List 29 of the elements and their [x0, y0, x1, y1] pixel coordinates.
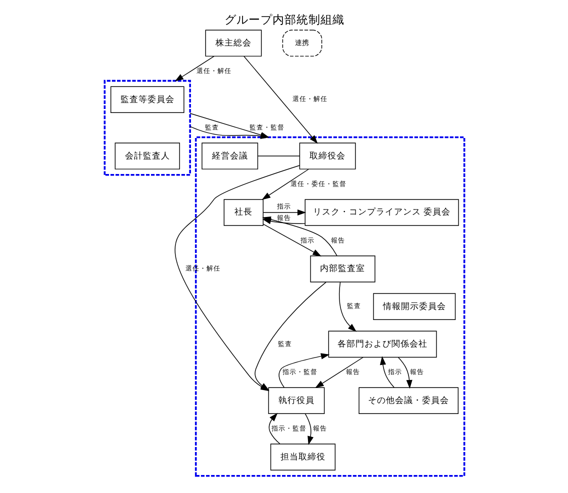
- node-box: 執行役員: [268, 387, 324, 414]
- node-box: 株主総会: [204, 30, 262, 57]
- arrow: [262, 209, 306, 216]
- arrow: [304, 413, 313, 445]
- arrow: [338, 282, 356, 332]
- cluster: [103, 80, 190, 176]
- node-box: 会計監査人: [114, 142, 180, 170]
- node-box: 経営会議: [201, 142, 258, 170]
- node-box: 各部門および関係会社: [328, 330, 436, 358]
- arrow: [262, 218, 305, 224]
- node-box: その他会議・委員会: [358, 387, 458, 414]
- node-box: 担当取締役: [270, 444, 336, 470]
- arrow: [268, 412, 280, 444]
- node-box: 取締役会: [298, 142, 356, 170]
- node-box: 内部監査室: [310, 256, 375, 282]
- arrow: [174, 56, 214, 82]
- node-box: 連携: [282, 30, 322, 57]
- arrow: [262, 224, 321, 256]
- arrow: [243, 56, 318, 144]
- arrow: [278, 353, 330, 388]
- node-box: 監査等委員会: [110, 86, 184, 113]
- node-box: 社長: [223, 199, 264, 226]
- diagram-title: グループ内部統制組織: [224, 12, 344, 26]
- arrow: [314, 356, 364, 388]
- arrow: [261, 168, 309, 200]
- node-box: 情報開示委員会: [372, 293, 456, 320]
- arrow: [379, 356, 394, 388]
- node-box: リスク・コンプライアンス 委員会: [304, 199, 458, 226]
- arrow: [398, 357, 412, 389]
